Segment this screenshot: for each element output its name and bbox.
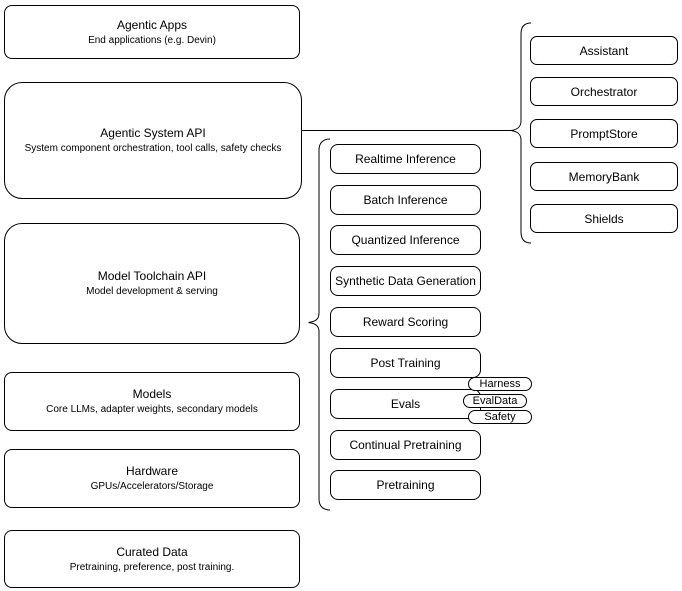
node-post-training: Post Training (330, 348, 481, 378)
box-title: Model Toolchain API (97, 269, 207, 283)
node-assistant: Assistant (530, 36, 678, 65)
box-title: Hardware (125, 464, 179, 478)
box-hardware: Hardware GPUs/Accelerators/Storage (4, 449, 300, 508)
box-title: Agentic System API (100, 126, 206, 140)
tag-safety: Safety (468, 410, 532, 424)
node-evals: Evals (330, 389, 481, 419)
box-models: Models Core LLMs, adapter weights, secon… (4, 372, 300, 431)
toolchain-brace (308, 138, 331, 511)
box-title: Curated Data (116, 544, 188, 559)
box-title: Agentic Apps (116, 17, 188, 32)
node-continual-pretraining: Continual Pretraining (330, 430, 481, 460)
node-pretraining: Pretraining (330, 470, 481, 500)
box-subtitle: GPUs/Accelerators/Storage (90, 481, 214, 492)
box-agentic-system-api: Agentic System API System component orch… (4, 82, 302, 199)
box-subtitle: End applications (e.g. Devin) (88, 34, 216, 46)
box-subtitle: Core LLMs, adapter weights, secondary mo… (46, 404, 258, 415)
box-title: Models (132, 387, 172, 401)
node-shields: Shields (530, 204, 678, 233)
box-agentic-apps: Agentic Apps End applications (e.g. Devi… (4, 5, 300, 59)
box-subtitle: System component orchestration, tool cal… (24, 143, 282, 154)
node-realtime-inference: Realtime Inference (330, 144, 481, 174)
node-synthetic-data-generation: Synthetic Data Generation (330, 266, 481, 296)
box-subtitle: Model development & serving (86, 286, 218, 297)
node-quantized-inference: Quantized Inference (330, 225, 481, 255)
system-components-brace (510, 22, 532, 244)
node-batch-inference: Batch Inference (330, 185, 481, 215)
tag-harness: Harness (468, 377, 532, 391)
node-reward-scoring: Reward Scoring (330, 307, 481, 337)
box-subtitle: Pretraining, preference, post training. (69, 561, 235, 573)
box-curated-data: Curated Data Pretraining, preference, po… (4, 530, 300, 588)
tag-evaldata: EvalData (463, 394, 527, 408)
node-promptstore: PromptStore (530, 119, 678, 148)
box-model-toolchain-api: Model Toolchain API Model development & … (4, 223, 300, 344)
node-orchestrator: Orchestrator (530, 77, 678, 106)
node-memorybank: MemoryBank (530, 162, 678, 191)
